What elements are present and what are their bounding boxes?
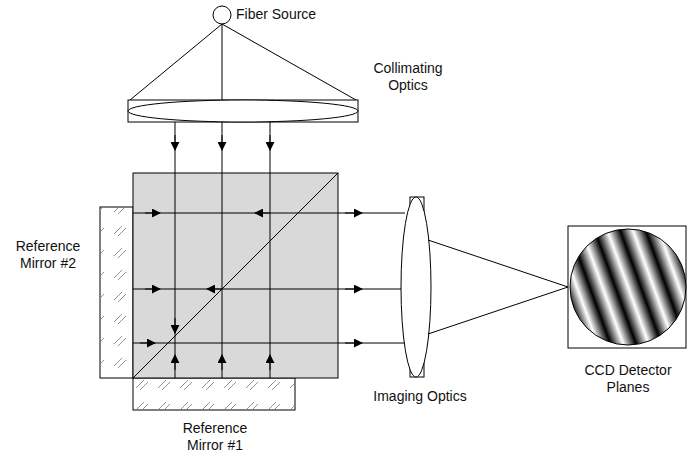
- part-label: Collimating Optics: [368, 60, 448, 94]
- imaging-lens: [401, 197, 568, 377]
- part-label: Fiber Source: [236, 6, 346, 23]
- part-label: CCD Detector Planes: [578, 362, 678, 396]
- fiber-source: [130, 6, 356, 100]
- ccd-detector: [568, 226, 686, 348]
- part-label: Reference Mirror #1: [170, 420, 260, 454]
- part-label: Reference Mirror #2: [2, 238, 94, 272]
- light-ray: [133, 122, 405, 378]
- collimating-lens: [128, 100, 358, 122]
- part-label: Imaging Optics: [360, 388, 480, 405]
- beam-splitter-cube: [133, 173, 338, 378]
